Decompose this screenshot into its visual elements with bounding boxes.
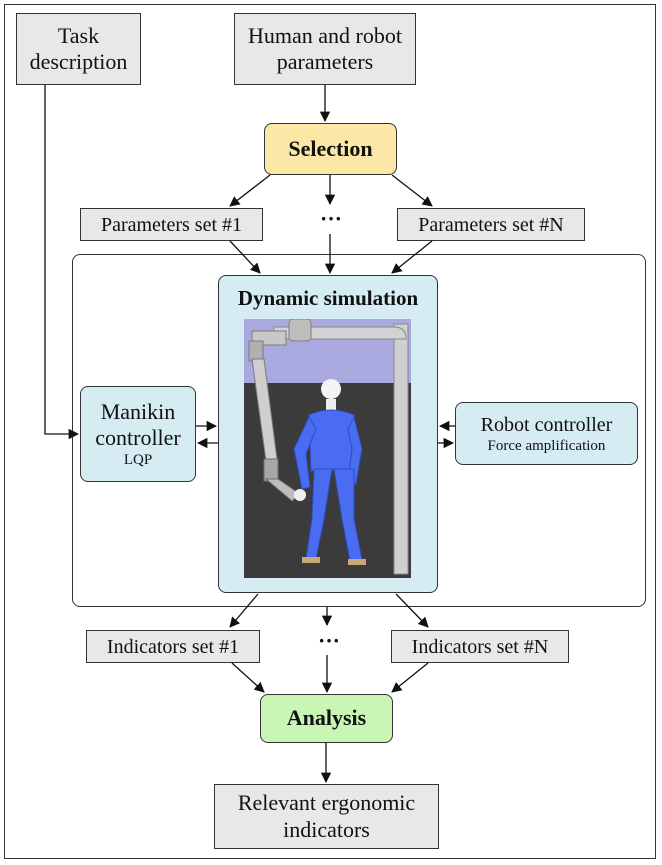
manikin-controller-label: Manikin controller — [95, 398, 181, 450]
manikin-controller-box: Manikin controller LQP — [80, 386, 196, 482]
parameters-set-n-box: Parameters set #N — [397, 208, 585, 241]
indicators-set-1-label: Indicators set #1 — [106, 635, 240, 658]
robot-controller-label: Robot controller — [480, 413, 613, 436]
arrow-sim-to-indn — [395, 593, 429, 628]
human-robot-parameters-label: Human and robot parameters — [248, 22, 402, 74]
robot-controller-sublabel: Force amplification — [487, 437, 606, 454]
arrow-indn-to-analysis — [391, 662, 429, 693]
manikin-controller-sublabel: LQP — [123, 452, 153, 469]
analysis-label: Analysis — [286, 705, 367, 731]
dynamic-simulation-title: Dynamic simulation — [237, 286, 419, 310]
human-robot-parameters-box: Human and robot parameters — [234, 13, 416, 85]
arrow-selection-to-setn — [391, 174, 433, 207]
selection-label: Selection — [288, 135, 373, 161]
task-description-box: Task description — [16, 13, 141, 85]
relevant-indicators-label: Relevant ergonomic indicators — [237, 790, 416, 842]
arrow-set1-to-sim — [229, 240, 261, 274]
arrow-selection-to-set1 — [229, 174, 271, 207]
parameters-set-n-label: Parameters set #N — [418, 213, 564, 236]
indicators-set-n-box: Indicators set #N — [391, 630, 569, 663]
parameters-set-1-label: Parameters set #1 — [100, 213, 243, 236]
dynamic-simulation-box: Dynamic simulation — [218, 275, 438, 593]
arrow-ind1-to-analysis — [231, 662, 265, 693]
humanoid-robot-simulation-image — [244, 319, 411, 578]
task-description-label: Task description — [29, 22, 128, 74]
arrow-setn-to-sim — [391, 240, 433, 274]
analysis-box: Analysis — [260, 694, 393, 743]
parameters-set-1-box: Parameters set #1 — [80, 208, 263, 241]
indicators-ellipsis: ··· — [317, 628, 340, 653]
diagram-frame — [4, 4, 656, 859]
arrow-task-to-manikin — [44, 85, 80, 440]
indicators-set-1-box: Indicators set #1 — [86, 630, 260, 663]
arrow-sim-to-ind1 — [229, 593, 259, 628]
robot-controller-box: Robot controller Force amplification — [455, 402, 638, 465]
indicators-set-n-label: Indicators set #N — [411, 635, 549, 658]
relevant-indicators-box: Relevant ergonomic indicators — [214, 784, 439, 849]
parameters-ellipsis: ··· — [319, 206, 342, 231]
selection-box: Selection — [264, 123, 397, 175]
